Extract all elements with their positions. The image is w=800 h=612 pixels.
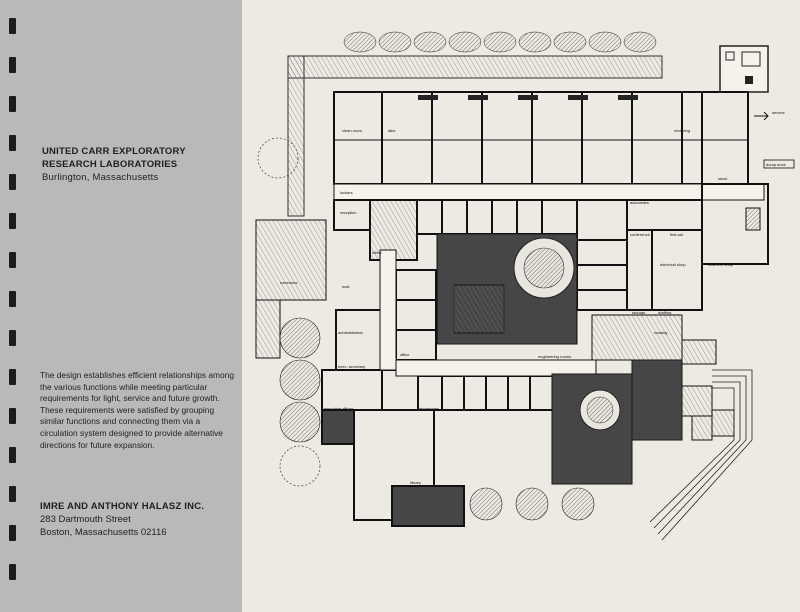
left-parapet <box>287 55 305 217</box>
label-administration: administration <box>338 330 363 335</box>
firm-street: 283 Dartmouth Street <box>40 514 131 525</box>
commons-block <box>551 373 633 485</box>
west-trees <box>257 137 321 487</box>
binding-hole <box>9 135 16 151</box>
floor-plan-panel: clean room labs receiving service dump d… <box>242 0 800 612</box>
courtyard-tree <box>513 237 575 299</box>
firm-name: IMRE AND ANTHONY HALASZ INC. <box>40 501 205 512</box>
binding-hole <box>9 57 16 73</box>
firm-block: IMRE AND ANTHONY HALASZ INC. 283 Dartmou… <box>40 500 238 539</box>
label-storage: storage <box>632 310 646 315</box>
binding-hole <box>9 18 16 34</box>
courtyard-pool <box>453 284 505 334</box>
label-drafting: drafting <box>658 310 671 315</box>
label-electrical-shop: electrical shop <box>660 262 686 267</box>
label-first-aid: first aid <box>670 232 683 237</box>
library-wing <box>353 409 465 527</box>
binding-hole <box>9 525 16 541</box>
room-labels: clean room labs receiving service dump d… <box>280 110 786 485</box>
floor-plan-drawing: clean room labs receiving service dump d… <box>255 31 795 541</box>
office-ring <box>416 199 703 311</box>
label-clean-room: clean room <box>342 128 362 133</box>
binding-hole <box>9 330 16 346</box>
label-labs: labs <box>388 128 395 133</box>
label-executive-offices: executive offices <box>324 406 354 411</box>
title-line-1: UNITED CARR EXPLORATORY <box>42 146 186 157</box>
top-parapet <box>287 55 663 79</box>
label-service: service <box>772 110 785 115</box>
terrace-steps <box>649 369 753 541</box>
east-courtyard <box>631 359 683 441</box>
lab-block <box>333 91 749 185</box>
spiral-binding <box>9 0 19 612</box>
south-trees <box>469 487 595 521</box>
label-machine-shop: machine shop <box>708 262 734 267</box>
label-conference: conference <box>630 232 651 237</box>
label-exec-secretary: exec. secretary <box>338 364 365 369</box>
label-office: office <box>400 352 410 357</box>
label-lobby: lobby <box>372 250 382 255</box>
label-lockers: lockers <box>340 190 353 195</box>
binding-hole <box>9 174 16 190</box>
commons-tree <box>579 389 621 431</box>
firm-city: Boston, Massachusetts 02116 <box>40 527 167 538</box>
label-receiving: receiving <box>674 128 690 133</box>
label-commons: commons <box>280 280 297 285</box>
project-description: The design establishes efficient relatio… <box>40 370 234 450</box>
binding-hole <box>9 252 16 268</box>
binding-hole <box>9 96 16 112</box>
title-line-2: RESEARCH LABORATORIES <box>42 159 178 170</box>
service-building <box>719 45 769 93</box>
binding-hole <box>9 408 16 424</box>
south-corridor <box>395 359 597 377</box>
label-dump-dock: dump dock <box>766 162 786 167</box>
binding-hole <box>9 213 16 229</box>
top-tree-row <box>343 31 657 53</box>
lower-lab-row <box>417 375 554 411</box>
main-corridor <box>333 183 765 201</box>
label-laboratories: laboratories <box>418 406 439 411</box>
label-mail: mail <box>342 284 349 289</box>
label-associates: associates <box>630 200 649 205</box>
left-wing <box>255 199 437 445</box>
binding-hole <box>9 486 16 502</box>
binding-hole <box>9 369 16 385</box>
label-reading: reading <box>654 330 667 335</box>
binding-hole <box>9 447 16 463</box>
label-reception: reception <box>340 210 356 215</box>
label-stock: stock <box>718 176 727 181</box>
west-corridor <box>379 249 397 371</box>
binding-hole <box>9 291 16 307</box>
text-panel: UNITED CARR EXPLORATORY RESEARCH LABORAT… <box>0 0 242 612</box>
binding-hole <box>9 564 16 580</box>
reading-terrace <box>591 314 683 361</box>
label-engineering-rooms: engineering rooms <box>538 354 571 359</box>
project-title: UNITED CARR EXPLORATORY RESEARCH LABORAT… <box>42 145 232 184</box>
service-arrow <box>754 111 769 121</box>
project-location: Burlington, Massachusetts <box>42 172 159 183</box>
lab-partitions <box>418 95 638 100</box>
label-library: library <box>410 480 421 485</box>
